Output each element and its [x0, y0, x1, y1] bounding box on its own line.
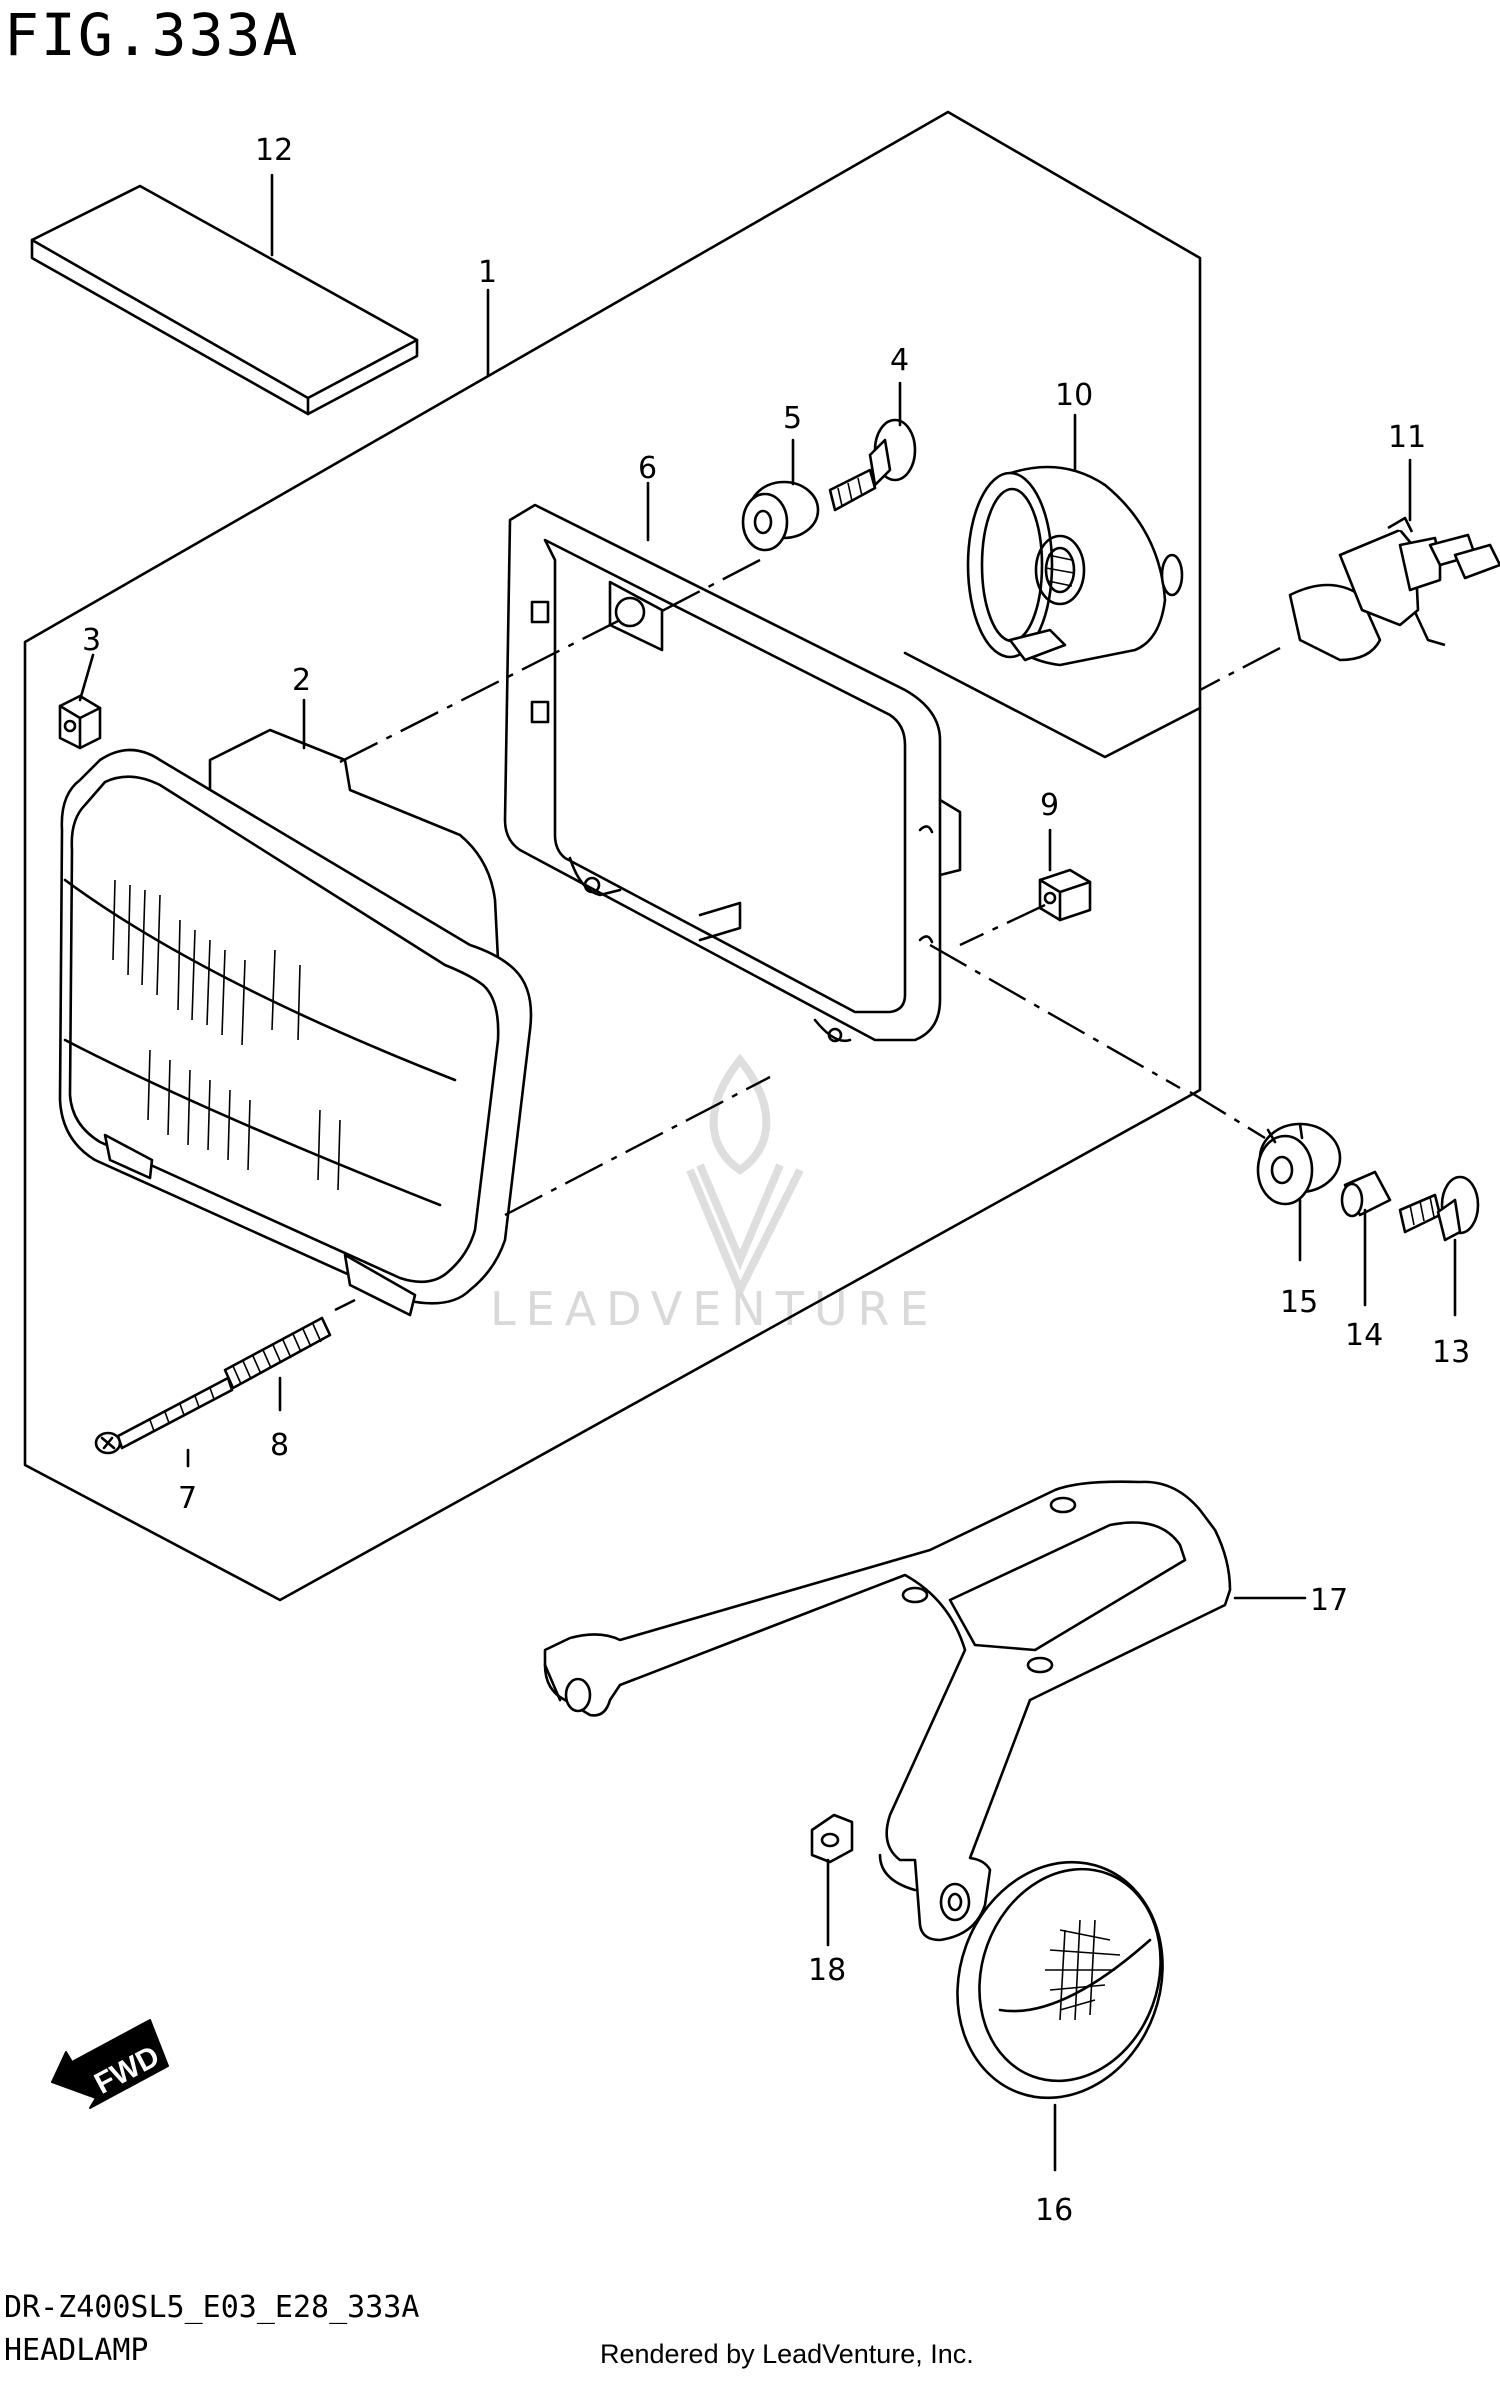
callout-3: 3	[82, 623, 101, 658]
assembly-box-inner-edge	[903, 651, 1202, 759]
part-3-nut	[58, 694, 102, 750]
callout-7: 7	[178, 1481, 197, 1516]
part-15-grommet	[1256, 1122, 1342, 1206]
callout-15: 15	[1280, 1285, 1318, 1320]
part-6-housing-frame	[503, 503, 962, 1043]
callout-2: 2	[292, 663, 311, 698]
callout-6: 6	[638, 451, 657, 486]
callout-17: 17	[1310, 1583, 1348, 1618]
callout-labels: 12 1 2 3 4 5 6 7 8 9 10 11 13 14 15 16 1…	[82, 133, 1470, 2228]
part-13-bolt	[1398, 1175, 1480, 1242]
part-11-bulb	[1288, 516, 1500, 662]
callout-5: 5	[783, 401, 802, 436]
part-8-spring	[223, 1316, 332, 1390]
part-4-screw	[828, 418, 917, 512]
watermark-brand-text: LEADVENTURE	[490, 1282, 939, 1336]
callout-14: 14	[1345, 1318, 1383, 1353]
model-code: DR-Z400SL5_E03_E28_333A	[4, 2290, 420, 2325]
fwd-direction-badge: FWD	[51, 2019, 169, 2109]
callout-16: 16	[1035, 2193, 1073, 2228]
callout-13: 13	[1432, 1335, 1470, 1370]
part-2-headlamp-unit	[58, 728, 533, 1317]
callout-8: 8	[270, 1428, 289, 1463]
callout-10: 10	[1055, 378, 1093, 413]
callout-18: 18	[808, 1953, 846, 1988]
part-9-clip-nut	[1038, 868, 1092, 922]
assembly-frame-outline	[23, 110, 1202, 1602]
part-16-reflector	[956, 1860, 1164, 2100]
flame-logo-icon	[686, 1053, 804, 1300]
part-7-long-screw	[94, 1376, 234, 1455]
part-17-bracket	[543, 1480, 1232, 1942]
part-12-label-plate	[30, 184, 419, 416]
callout-9: 9	[1040, 788, 1059, 823]
callout-4: 4	[890, 343, 909, 378]
part-5-grommet	[741, 480, 820, 552]
alignment-lines	[334, 558, 1281, 1312]
part-18-nut	[810, 1813, 854, 1864]
part-14-collar	[1340, 1170, 1392, 1218]
section-name: HEADLAMP	[4, 2333, 149, 2368]
callout-12: 12	[255, 133, 293, 168]
part-10-socket-cover	[966, 465, 1184, 667]
leadventure-watermark: LEADVENTURE	[490, 1053, 939, 1336]
callout-1: 1	[478, 255, 497, 290]
callout-leaders	[78, 173, 1457, 2172]
render-credit: Rendered by LeadVenture, Inc.	[600, 2339, 974, 2369]
figure-title: FIG.333A	[4, 1, 300, 69]
callout-11: 11	[1388, 420, 1426, 455]
fwd-arrow-icon	[51, 2019, 169, 2109]
